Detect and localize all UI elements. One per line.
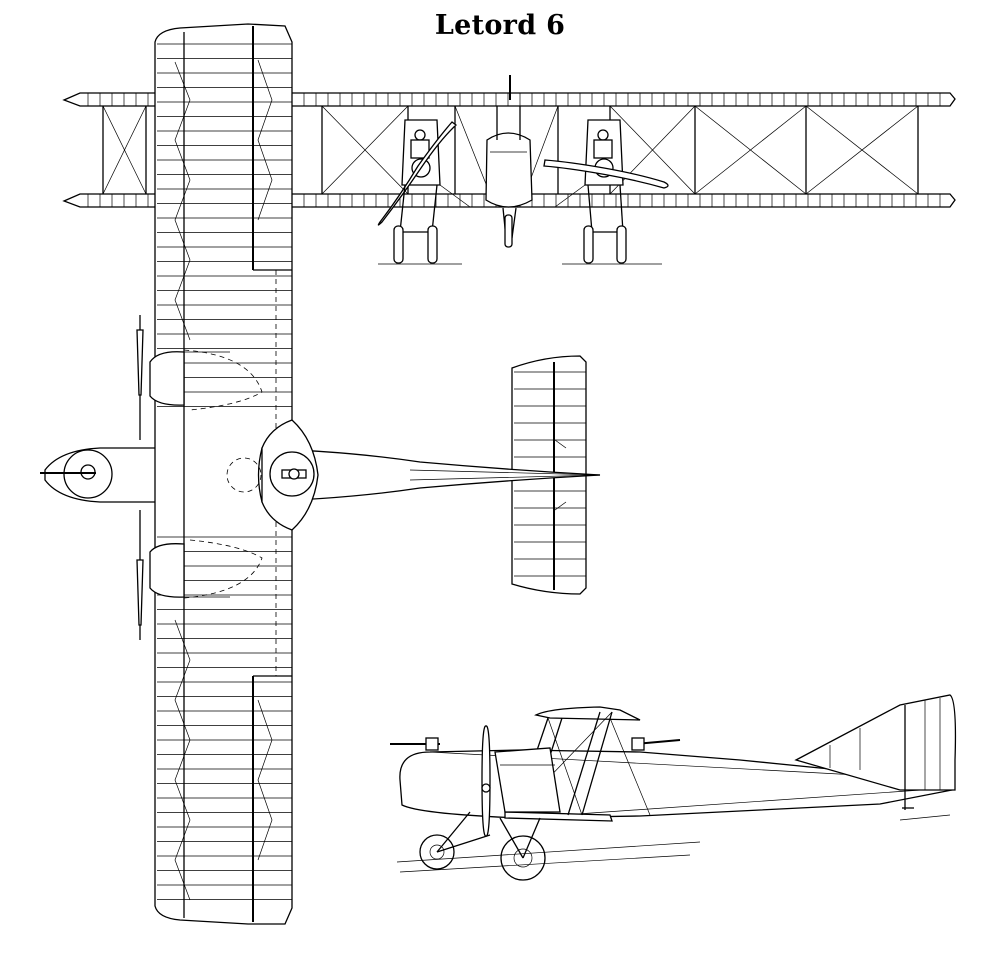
plan-nose-gunner [40,449,113,499]
side-engine-nacelle [494,747,561,813]
plan-engine-lower [136,510,230,640]
front-propeller-left [377,121,458,226]
plan-wing-bracing [174,59,273,901]
front-propeller-right [543,159,669,189]
front-landing-gear [378,184,662,265]
front-engine-left [401,119,441,186]
plan-wing [154,23,293,925]
side-guns [390,737,681,751]
front-interplane-struts [102,105,919,195]
front-fuselage [485,75,533,248]
side-propeller [481,725,491,837]
drawing-title: Letord 6 [434,10,566,41]
side-landing-gear [396,811,951,881]
plan-view [40,23,601,925]
front-view [62,75,956,265]
plan-engine-upper [136,315,230,440]
plan-center-cockpit [261,419,319,531]
side-tail-fin [794,694,957,810]
side-view [390,694,957,881]
